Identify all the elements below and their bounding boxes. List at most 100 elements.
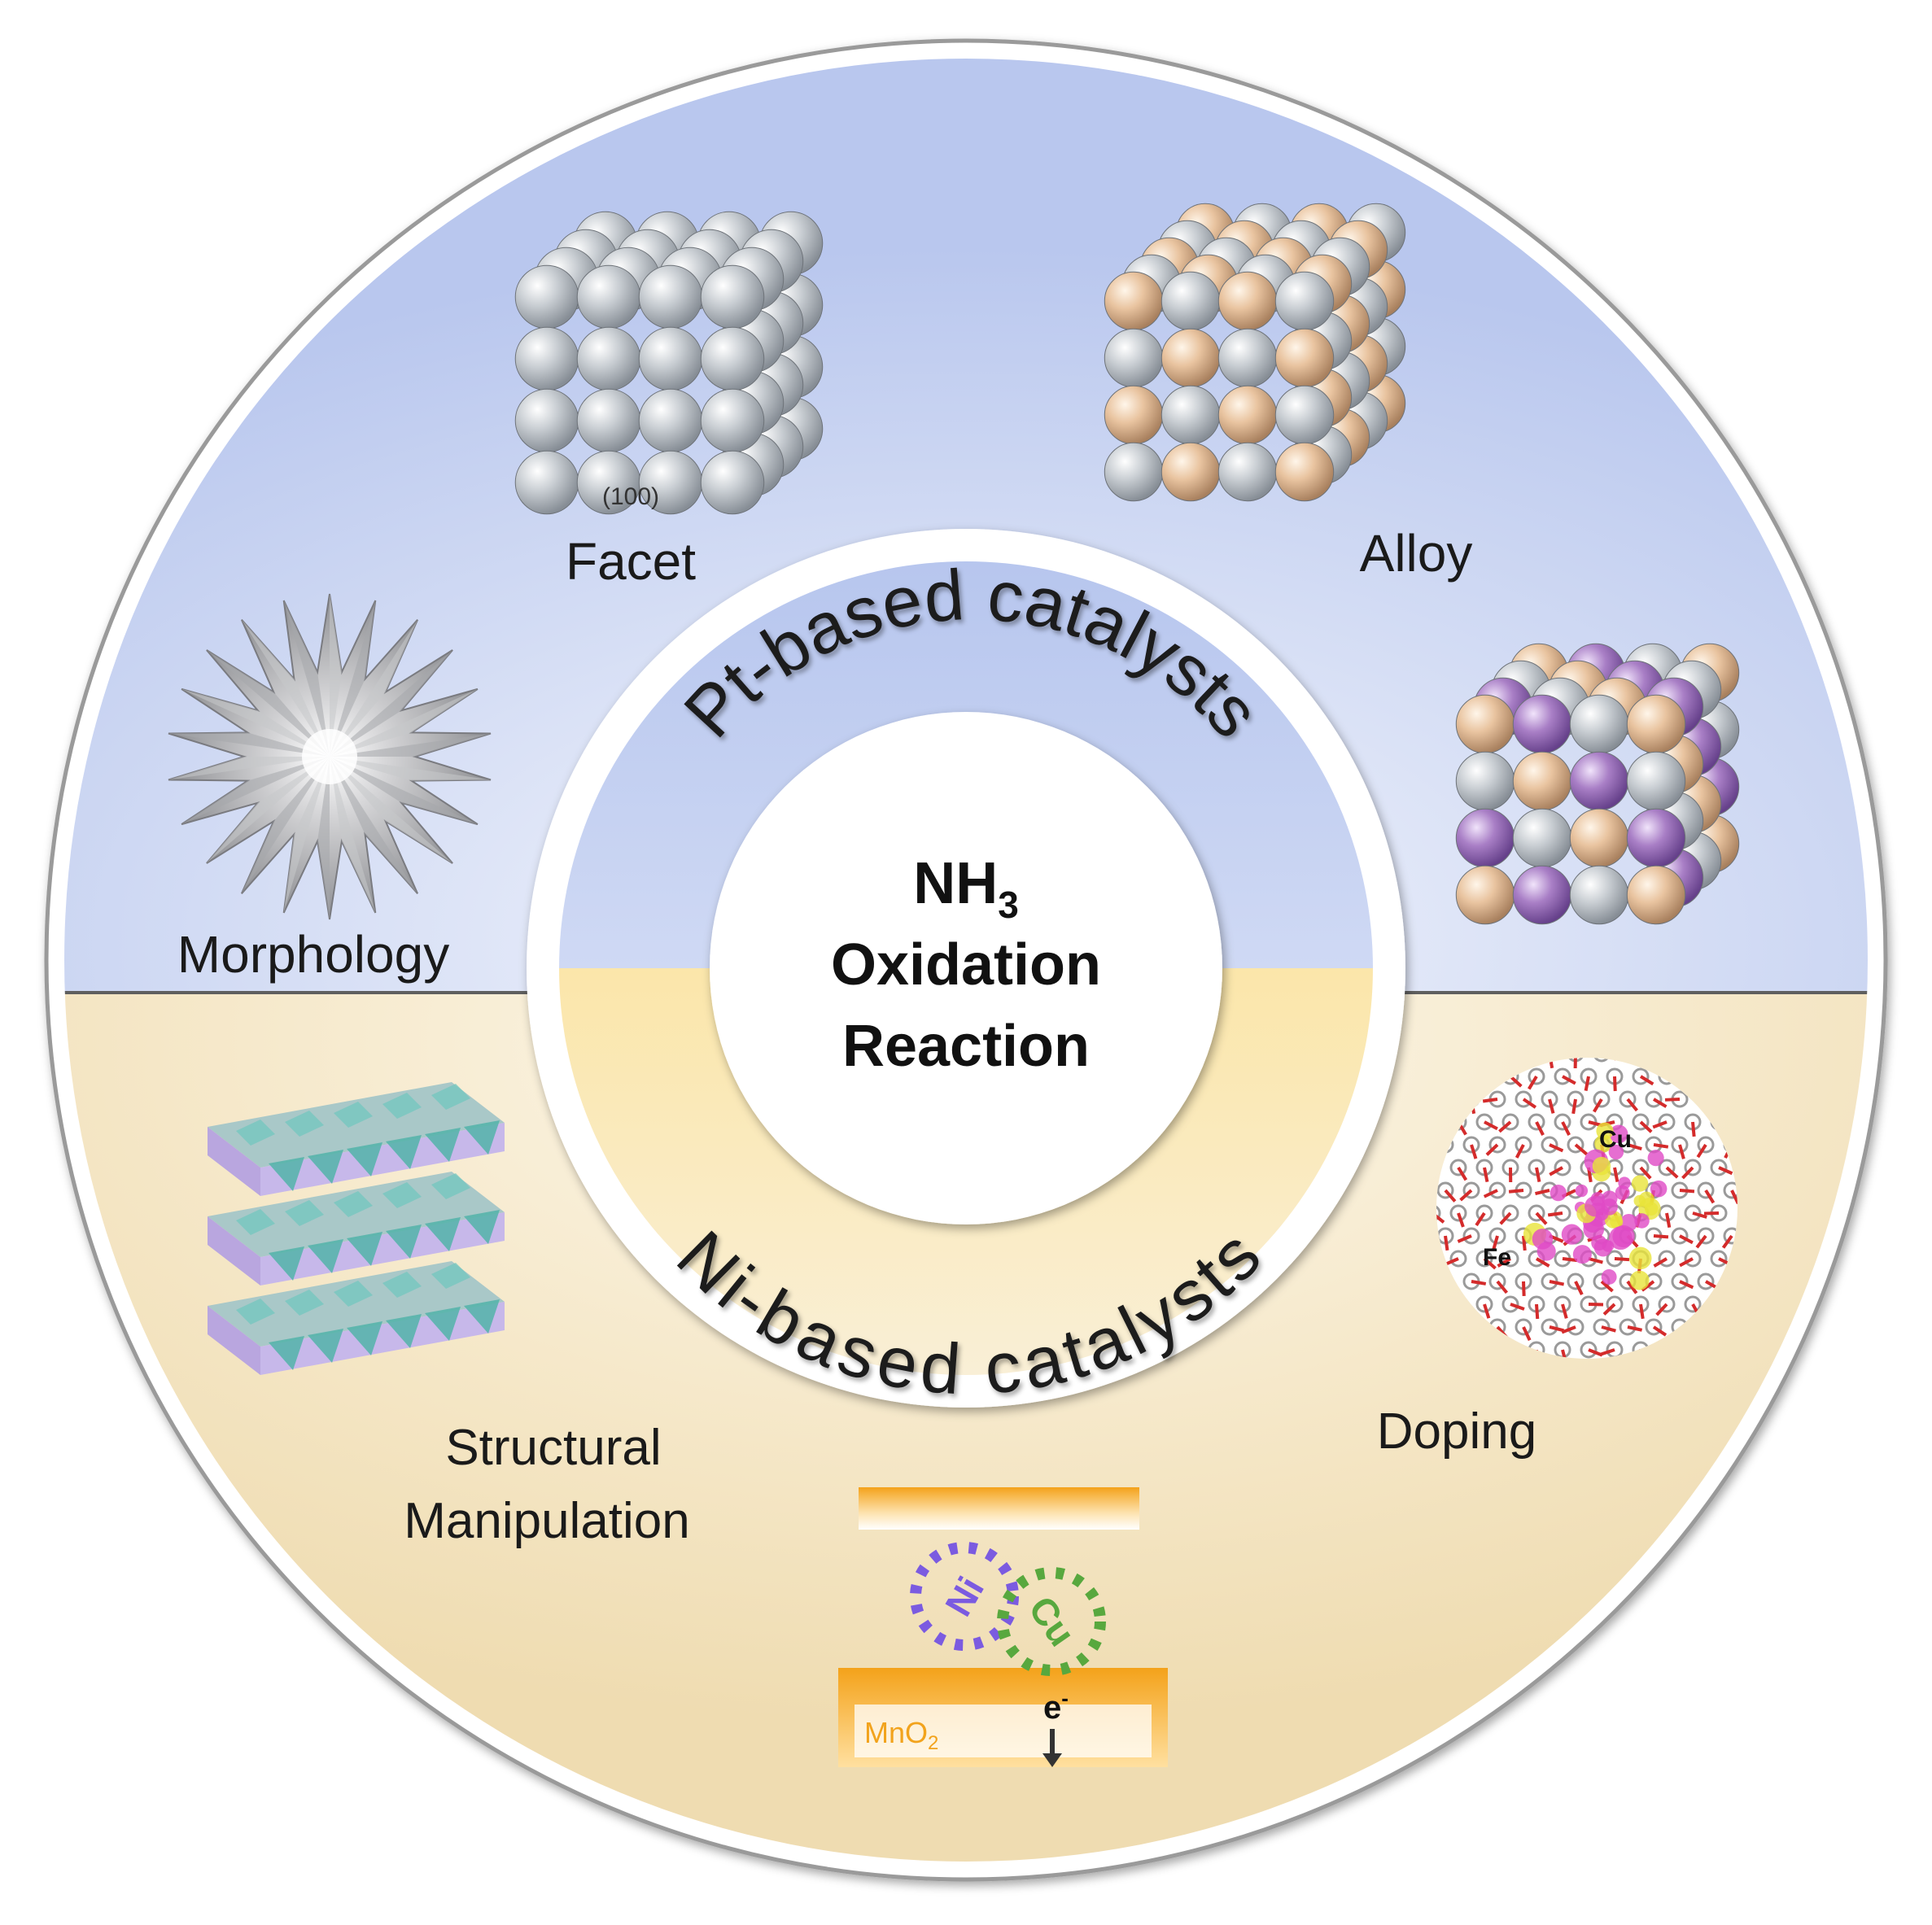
atom-sphere <box>1456 695 1514 753</box>
layered-structure-illustration <box>208 1082 505 1375</box>
atom-sphere <box>1513 752 1571 810</box>
dopant-cloud <box>1629 1247 1652 1270</box>
doping-label: Doping <box>1377 1403 1536 1460</box>
atom-sphere <box>1275 386 1333 443</box>
atom-sphere <box>1627 866 1685 923</box>
lattice-bond <box>1641 1304 1643 1319</box>
dopant-cloud <box>1585 1196 1605 1216</box>
atom-sphere <box>639 265 702 329</box>
dopant-cloud <box>1550 1185 1567 1201</box>
atom-sphere <box>577 265 640 329</box>
facet-cube-illustration <box>515 212 823 514</box>
atom-sphere <box>515 265 579 329</box>
dopant-cloud <box>1537 1242 1556 1260</box>
electron-superscript: - <box>1061 1686 1069 1710</box>
atom-sphere <box>1456 866 1514 923</box>
center-title-line2: Oxidation <box>831 932 1101 997</box>
morphology-label: Morphology <box>177 925 449 984</box>
atom-sphere <box>1275 272 1333 330</box>
dopant-cloud <box>1593 1157 1611 1175</box>
lattice-bond <box>1523 1281 1524 1296</box>
atom-sphere <box>1218 272 1276 330</box>
mno2-label: MnO2 <box>864 1716 938 1754</box>
dopant-cloud <box>1602 1269 1617 1285</box>
electron-symbol: e <box>1043 1690 1061 1726</box>
atom-sphere <box>1161 272 1219 330</box>
structural-label-line2: Manipulation <box>404 1493 690 1549</box>
lattice-bond <box>1680 1190 1694 1191</box>
ternary-alloy-cube-illustration <box>1456 644 1738 923</box>
center-nh-subscript: 3 <box>998 884 1019 926</box>
dopant-cloud <box>1648 1150 1664 1166</box>
dopant-cloud <box>1650 1181 1668 1198</box>
dopant-cloud <box>1591 1235 1606 1251</box>
mno2-subscript: 2 <box>928 1732 938 1754</box>
atom-sphere <box>1627 695 1685 753</box>
atom-sphere <box>1104 329 1162 386</box>
dopant-cloud <box>1576 1185 1588 1197</box>
dopant-cloud <box>1609 1226 1633 1250</box>
atom-sphere <box>701 327 764 391</box>
atom-sphere <box>1161 329 1219 386</box>
facet-miller-index: (100) <box>602 483 659 510</box>
interface-top-plate <box>859 1487 1139 1530</box>
dopant-cloud <box>1632 1175 1648 1191</box>
atom-sphere <box>1513 866 1571 923</box>
atom-sphere <box>639 327 702 391</box>
atom-sphere <box>1104 272 1162 330</box>
dopant-cloud <box>1639 1192 1654 1207</box>
atom-sphere <box>1104 443 1162 500</box>
atom-sphere <box>515 327 579 391</box>
lattice-bond <box>1693 1122 1694 1137</box>
structural-label-line1: Structural <box>445 1420 661 1476</box>
lattice-bond <box>1704 1213 1719 1214</box>
dopant-cloud <box>1630 1271 1650 1290</box>
atom-sphere <box>639 389 702 452</box>
atom-sphere <box>1456 809 1514 866</box>
mno2-main: MnO <box>864 1716 928 1749</box>
dopant-cloud <box>1573 1245 1592 1264</box>
atom-sphere <box>1570 809 1628 866</box>
lattice-bond <box>1536 1304 1537 1319</box>
dopant-cloud <box>1615 1185 1630 1200</box>
lattice-bond <box>1573 1099 1576 1114</box>
lattice-bond <box>1665 1099 1680 1100</box>
atom-sphere <box>1570 695 1628 753</box>
atom-sphere <box>1456 752 1514 810</box>
atom-sphere <box>701 451 764 514</box>
atom-sphere <box>1513 809 1571 866</box>
doping-fe-label: Fe <box>1483 1244 1511 1271</box>
doping-cu-label: Cu <box>1599 1126 1632 1153</box>
atom-sphere <box>1161 386 1219 443</box>
lattice-bond <box>1654 1145 1668 1147</box>
atom-sphere <box>1513 695 1571 753</box>
atom-sphere <box>701 389 764 452</box>
atom-sphere <box>1275 443 1333 500</box>
atom-sphere <box>577 327 640 391</box>
alloy-label: Alloy <box>1360 524 1473 583</box>
atom-sphere <box>1275 329 1333 386</box>
center-title-line3: Reaction <box>842 1014 1090 1079</box>
atom-sphere <box>1570 866 1628 923</box>
atom-sphere <box>1161 443 1219 500</box>
lattice-bond <box>1509 1190 1523 1192</box>
star-glow <box>302 729 357 784</box>
dopant-cloud <box>1634 1213 1649 1228</box>
center-nh: NH <box>913 851 998 916</box>
atom-sphere <box>515 451 579 514</box>
atom-sphere <box>1627 752 1685 810</box>
facet-label: Facet <box>566 532 696 591</box>
atom-sphere <box>1218 329 1276 386</box>
lattice-bond <box>1445 1236 1447 1251</box>
atom-sphere <box>1218 386 1276 443</box>
atom-sphere <box>701 265 764 329</box>
atom-sphere <box>1104 386 1162 443</box>
lattice-bond <box>1483 1099 1497 1101</box>
lattice-bond <box>1654 1236 1668 1237</box>
dopant-cloud <box>1562 1224 1582 1245</box>
lattice-bond <box>1548 1213 1563 1215</box>
atom-sphere <box>1218 443 1276 500</box>
alloy-cube-illustration <box>1104 203 1405 500</box>
